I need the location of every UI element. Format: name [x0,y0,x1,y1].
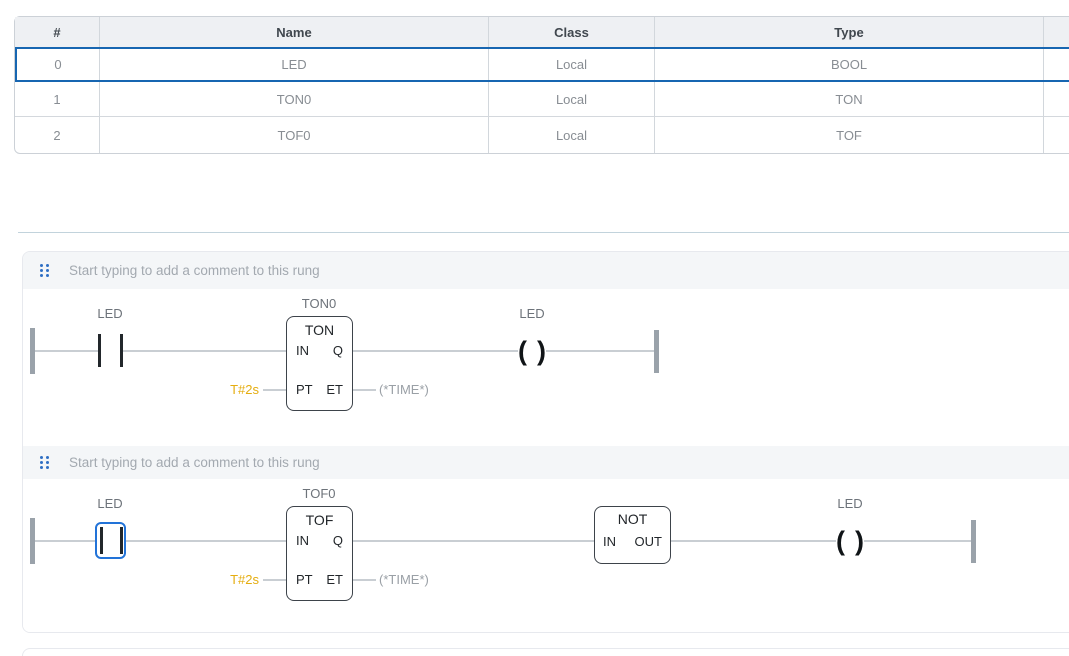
variable-row[interactable]: 2 TOF0 Local TOF [15,117,1069,153]
pin-q[interactable]: Q [332,343,343,358]
pin-in[interactable]: IN [296,533,309,548]
pin-pt[interactable]: PT [296,572,313,587]
left-power-rail [30,328,35,374]
variable-name-cell[interactable]: TON0 [99,82,488,116]
pin-q[interactable]: Q [332,533,343,548]
et-output-comment: (*TIME*) [379,572,429,587]
rung2-comment-input[interactable]: Start typing to add a comment to this ru… [23,446,1069,479]
variable-class-cell[interactable]: Local [488,49,654,80]
column-header-type: Type [654,17,1043,47]
rung1-comment-placeholder: Start typing to add a comment to this ru… [69,263,320,278]
coil[interactable]: ( ) [836,523,864,559]
next-rung-panel [22,648,1069,656]
pin-pt[interactable]: PT [296,382,313,397]
wire [671,540,836,542]
wire [546,350,654,352]
rung2-comment-placeholder: Start typing to add a comment to this ru… [69,455,320,470]
block-instance-label: TOF0 [302,486,336,501]
wire [35,350,98,352]
et-output-comment: (*TIME*) [379,382,429,397]
variable-name-cell[interactable]: LED [99,49,488,80]
wire [864,540,971,542]
variable-extra-cell[interactable] [1043,117,1069,153]
contact[interactable] [120,334,123,367]
wire [263,579,286,581]
left-power-rail [30,518,35,564]
coil-paren-open: ( [518,335,527,366]
variable-row[interactable]: 1 TON0 Local TON [15,82,1069,117]
variable-name-cell[interactable]: TOF0 [99,117,488,153]
coil-paren-open: ( [836,525,845,556]
variables-table-header: # Name Class Type [15,17,1069,47]
contact[interactable] [98,334,101,367]
wire [353,350,518,352]
variable-index-cell[interactable]: 1 [53,91,61,107]
variable-extra-cell[interactable] [1043,49,1069,80]
block-instance-label: TON0 [301,296,337,311]
not-block[interactable]: NOT IN OUT [594,506,671,564]
contact[interactable] [120,527,123,554]
pin-et[interactable]: ET [326,572,343,587]
pin-out[interactable]: OUT [634,534,662,549]
section-divider [18,232,1069,233]
wire [123,350,286,352]
column-header-extra [1043,17,1069,47]
wire [263,389,286,391]
wire [126,540,286,542]
variable-index-cell[interactable]: 0 [54,57,62,72]
pin-in[interactable]: IN [603,534,616,549]
variable-type-cell[interactable]: TOF [654,117,1043,153]
coil-label: LED [519,306,545,321]
column-header-name: Name [99,17,488,47]
right-power-rail [971,520,976,563]
contact-label: LED [97,496,123,511]
wire [35,540,95,542]
wire [353,389,376,391]
pin-et[interactable]: ET [326,382,343,397]
block-type-label: NOT [617,511,648,527]
block-type-label: TOF [305,512,334,528]
wire [353,540,594,542]
variable-row-selected[interactable]: 0 LED Local BOOL [15,47,1069,82]
ton-block[interactable]: TON IN Q PT ET [286,316,353,411]
contact[interactable] [100,527,103,554]
rung2-canvas: LED TOF0 TOF IN Q PT ET T#2s (*TIME*) NO… [23,479,1069,632]
pin-in[interactable]: IN [296,343,309,358]
rung1-comment-input[interactable]: Start typing to add a comment to this ru… [23,252,1069,289]
variable-extra-cell[interactable] [1043,82,1069,116]
tof-block[interactable]: TOF IN Q PT ET [286,506,353,601]
variable-class-cell[interactable]: Local [488,82,654,116]
variable-index-cell[interactable]: 2 [53,127,61,143]
variables-table: # Name Class Type 0 LED Local BOOL 1 TON… [14,16,1069,154]
coil-paren-close: ) [537,335,546,366]
column-header-index: # [53,24,61,40]
contact-label: LED [97,306,123,321]
pt-literal-value[interactable]: T#2s [230,382,259,397]
wire [353,579,376,581]
pt-literal-value[interactable]: T#2s [230,572,259,587]
variable-type-cell[interactable]: BOOL [654,49,1043,80]
coil-label: LED [837,496,863,511]
variable-type-cell[interactable]: TON [654,82,1043,116]
drag-handle-icon[interactable] [39,455,50,470]
variable-class-cell[interactable]: Local [488,117,654,153]
drag-handle-icon[interactable] [39,263,50,278]
coil-paren-close: ) [855,525,864,556]
rung1-canvas: LED TON0 TON IN Q PT ET T#2s (*TIME*) LE… [23,289,1069,446]
block-type-label: TON [304,322,335,338]
column-header-class: Class [488,17,654,47]
ladder-rungs-panel: Start typing to add a comment to this ru… [22,251,1069,633]
coil[interactable]: ( ) [518,333,546,369]
right-power-rail [654,330,659,373]
